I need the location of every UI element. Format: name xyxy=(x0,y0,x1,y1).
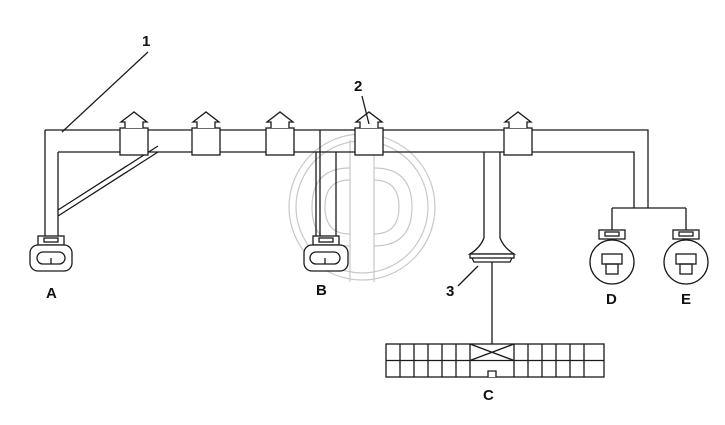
connector-a xyxy=(29,235,73,272)
label-connector-a: A xyxy=(46,285,57,302)
harness-clip-4 xyxy=(354,111,384,156)
branch-b xyxy=(315,130,337,236)
branch-d-e xyxy=(611,207,687,230)
harness-clip-3 xyxy=(265,111,295,156)
harness-clip-1 xyxy=(119,111,149,156)
harness-clip-5 xyxy=(503,111,533,156)
connector-e xyxy=(663,229,709,285)
connector-b xyxy=(303,235,349,272)
label-connector-d: D xyxy=(606,291,617,308)
leader-line-1 xyxy=(61,51,149,133)
callout-3: 3 xyxy=(446,283,454,300)
label-connector-e: E xyxy=(681,291,691,308)
label-connector-c: C xyxy=(483,387,494,404)
main-harness-trunk xyxy=(44,129,649,236)
label-connector-b: B xyxy=(316,282,327,299)
callout-2: 2 xyxy=(354,78,362,95)
grommet-3 xyxy=(467,237,517,263)
branch-c xyxy=(483,152,501,344)
connector-c xyxy=(385,343,605,378)
callout-1: 1 xyxy=(142,33,150,50)
harness-clip-2 xyxy=(191,111,221,156)
connector-d xyxy=(589,229,635,285)
leader-line-2 xyxy=(361,95,370,125)
leader-line-3 xyxy=(457,265,479,287)
